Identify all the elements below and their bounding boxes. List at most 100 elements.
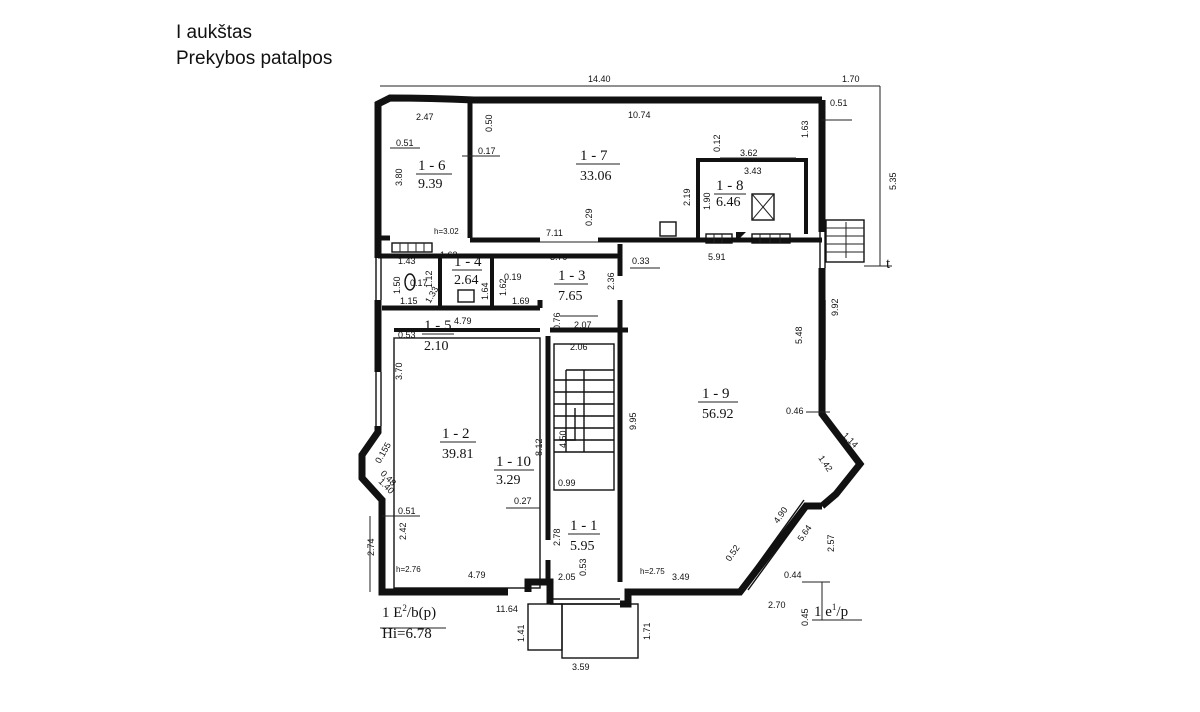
svg-text:1 - 4: 1 - 4 <box>454 254 482 270</box>
svg-text:2.10: 2.10 <box>424 339 449 354</box>
svg-text:2.64: 2.64 <box>454 273 479 288</box>
svg-text:3.79: 3.79 <box>550 252 568 262</box>
svg-text:2.36: 2.36 <box>606 272 616 290</box>
svg-text:1.63: 1.63 <box>800 120 810 138</box>
svg-text:4.50: 4.50 <box>558 430 568 448</box>
svg-text:1 - 6: 1 - 6 <box>418 158 446 174</box>
svg-text:0.46: 0.46 <box>786 406 804 416</box>
svg-text:2.74: 2.74 <box>366 538 376 556</box>
room-1-7: 1 - 7 33.06 <box>576 148 620 184</box>
svg-text:2.19: 2.19 <box>682 188 692 206</box>
svg-text:9.95: 9.95 <box>628 412 638 430</box>
svg-text:1 - 8: 1 - 8 <box>716 178 744 194</box>
room-1-5: 1 - 5 2.10 <box>422 318 454 354</box>
svg-text:2.05: 2.05 <box>558 572 576 582</box>
height-note: Hi=6.78 <box>382 626 432 642</box>
svg-text:0.19: 0.19 <box>504 272 522 282</box>
svg-text:0.51: 0.51 <box>396 138 414 148</box>
svg-text:1 - 1: 1 - 1 <box>570 518 598 534</box>
svg-text:0.33: 0.33 <box>632 256 650 266</box>
svg-text:56.92: 56.92 <box>702 407 734 422</box>
svg-text:5.35: 5.35 <box>888 172 898 190</box>
svg-text:1 - 7: 1 - 7 <box>580 148 608 164</box>
svg-text:5.95: 5.95 <box>570 539 595 554</box>
windows <box>375 232 826 605</box>
svg-text:9.92: 9.92 <box>830 298 840 316</box>
room-1-2-outline <box>393 337 541 589</box>
svg-text:0.17: 0.17 <box>478 146 496 156</box>
svg-text:1.43: 1.43 <box>398 256 416 266</box>
svg-text:1.41: 1.41 <box>516 624 526 642</box>
fixtures <box>404 193 775 303</box>
svg-text:2.07: 2.07 <box>574 320 592 330</box>
svg-text:1 - 10: 1 - 10 <box>496 454 531 470</box>
svg-text:39.81: 39.81 <box>442 447 474 462</box>
svg-text:1.63: 1.63 <box>440 250 458 260</box>
svg-text:1.15: 1.15 <box>400 296 418 306</box>
svg-text:0.17: 0.17 <box>410 278 428 288</box>
svg-text:3.80: 3.80 <box>394 168 404 186</box>
svg-text:2.06: 2.06 <box>570 342 588 352</box>
svg-text:h=3.02: h=3.02 <box>434 227 459 236</box>
svg-text:2.57: 2.57 <box>826 534 836 552</box>
svg-text:1.12: 1.12 <box>424 270 434 288</box>
svg-text:1.70: 1.70 <box>842 74 860 84</box>
interior-walls <box>378 100 822 582</box>
room-1-8: 1 - 86.46 <box>714 178 746 210</box>
svg-text:2.42: 2.42 <box>398 522 408 540</box>
svg-text:0.53: 0.53 <box>578 558 588 576</box>
svg-text:3.59: 3.59 <box>572 662 590 672</box>
plan-subtitle: Prekybos patalpos <box>176 48 333 69</box>
plan-notes: 1 E2/b(p) Hi=6.78 1 e1/p t <box>382 256 891 642</box>
svg-text:1.71: 1.71 <box>642 622 652 640</box>
svg-text:4.79: 4.79 <box>454 316 472 326</box>
room-1-4: 1 - 4 2.64 <box>452 254 482 288</box>
outer-walls <box>358 94 865 608</box>
svg-text:11.64: 11.64 <box>496 604 518 614</box>
svg-text:0.52: 0.52 <box>723 543 741 563</box>
room-labels: 1 - 6 9.39 1 - 7 33.06 1 - 86.46 1 - 4 2.64… <box>416 148 746 554</box>
svg-text:10.74: 10.74 <box>628 110 651 120</box>
room-1-6: 1 - 6 9.39 <box>416 158 452 192</box>
svg-text:0.45: 0.45 <box>800 608 810 626</box>
svg-text:1 - 2: 1 - 2 <box>442 426 470 442</box>
svg-text:33.06: 33.06 <box>580 169 612 184</box>
radiators <box>391 232 791 253</box>
svg-text:h=2.75: h=2.75 <box>640 567 665 576</box>
room-1-9: 1 - 9 56.92 <box>698 386 738 422</box>
svg-text:7.11: 7.11 <box>546 228 563 238</box>
svg-text:1.90: 1.90 <box>702 192 712 210</box>
svg-text:h=2.76: h=2.76 <box>396 565 421 574</box>
svg-text:14.40: 14.40 <box>588 74 611 84</box>
svg-text:3.29: 3.29 <box>496 473 521 488</box>
svg-text:1.69: 1.69 <box>512 296 530 306</box>
svg-text:1.62: 1.62 <box>498 278 508 296</box>
svg-text:0.76: 0.76 <box>552 312 562 330</box>
staircase <box>553 343 615 491</box>
svg-text:2.78: 2.78 <box>552 528 562 546</box>
svg-text:3.49: 3.49 <box>672 572 690 582</box>
room-1-1: 1 - 1 5.95 <box>568 518 600 554</box>
svg-text:1 - 3: 1 - 3 <box>558 268 586 284</box>
svg-text:5.64: 5.64 <box>795 523 813 543</box>
right-code-note: 1 e1/p <box>814 602 848 620</box>
dimension-lines <box>369 85 892 629</box>
room-1-2: 1 - 2 39.81 <box>440 426 476 462</box>
svg-text:1 - 9: 1 - 9 <box>702 386 730 402</box>
room-1-3: 1 - 37.65 <box>554 268 588 304</box>
entrance-steps <box>527 219 865 659</box>
svg-text:1.42: 1.42 <box>816 453 834 473</box>
svg-text:0.12: 0.12 <box>712 134 722 152</box>
svg-text:1 - 5: 1 - 5 <box>424 318 452 334</box>
plan-title: I aukštas <box>176 22 253 43</box>
svg-text:0.155: 0.155 <box>373 440 393 465</box>
svg-text:3.70: 3.70 <box>394 362 404 380</box>
svg-text:2.47: 2.47 <box>416 112 434 122</box>
svg-text:0.27: 0.27 <box>514 496 532 506</box>
svg-text:5.48: 5.48 <box>794 326 804 344</box>
svg-text:2.70: 2.70 <box>768 600 786 610</box>
svg-text:4.79: 4.79 <box>468 570 486 580</box>
svg-text:9.39: 9.39 <box>418 177 443 192</box>
svg-text:3.43: 3.43 <box>744 166 762 176</box>
